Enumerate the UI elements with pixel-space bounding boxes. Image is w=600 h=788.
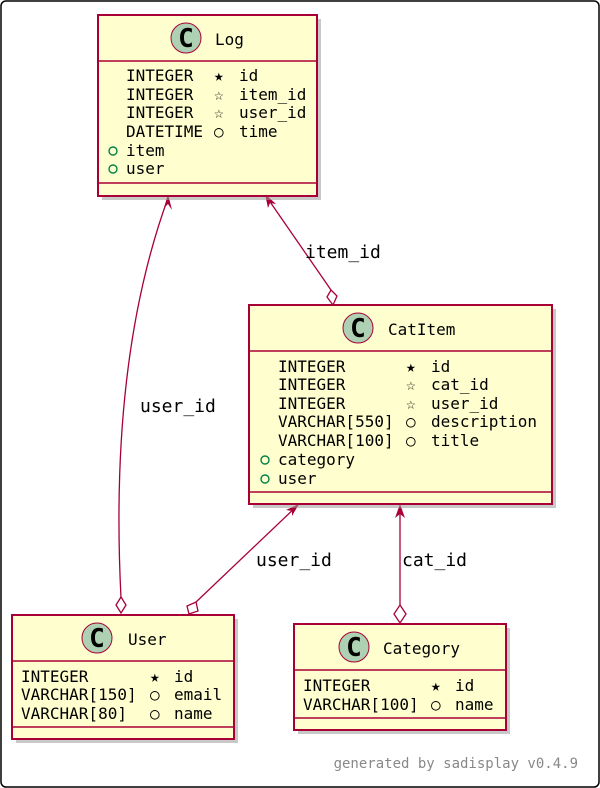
column-circle-icon: ○ <box>150 685 160 704</box>
svg-text:C: C <box>350 314 366 344</box>
field-type: INTEGER <box>21 667 89 686</box>
field-name: cat_id <box>431 375 489 394</box>
column-circle-icon: ○ <box>406 412 416 431</box>
edge-label-item-id: item_id <box>305 242 381 263</box>
field-type: VARCHAR[150] <box>21 685 137 704</box>
class-c-icon <box>338 631 370 663</box>
field-name: user_id <box>239 103 306 122</box>
class-log[interactable]: C Log INTEGER ★ id INTEGER ☆ item_id INT… <box>97 14 321 200</box>
column-circle-icon: ○ <box>406 431 416 450</box>
class-category[interactable]: C Category INTEGER ★ id VARCHAR[100] ○ n… <box>293 623 510 734</box>
field-name: id <box>455 676 474 695</box>
class-title: User <box>128 630 167 649</box>
foreign-key-star-icon: ☆ <box>214 103 224 122</box>
arrowhead-icon <box>164 194 172 210</box>
field-type: VARCHAR[100] <box>303 695 419 714</box>
relation-name: user <box>278 469 317 488</box>
field-name: name <box>455 695 494 714</box>
field-type: INTEGER <box>126 85 194 104</box>
edge-log-user <box>115 194 172 615</box>
relation-name: user <box>126 159 165 178</box>
class-user[interactable]: C User INTEGER ★ id VARCHAR[150] ○ email… <box>11 614 238 743</box>
primary-key-star-icon: ★ <box>431 676 441 695</box>
field-type: INTEGER <box>278 394 346 413</box>
field-type: VARCHAR[80] <box>21 704 127 723</box>
field-name: email <box>174 685 222 704</box>
svg-text:C: C <box>89 624 105 654</box>
edge-label-user-id-log: user_id <box>140 396 216 417</box>
column-circle-icon: ○ <box>214 122 224 141</box>
class-c-icon <box>170 22 202 54</box>
primary-key-star-icon: ★ <box>150 667 160 686</box>
field-type: INTEGER <box>278 357 346 376</box>
field-name: time <box>239 122 278 141</box>
field-name: title <box>431 431 479 450</box>
class-c-icon <box>342 312 374 344</box>
field-name: id <box>174 667 193 686</box>
field-name: id <box>431 357 450 376</box>
aggregation-diamond-icon <box>115 595 127 615</box>
foreign-key-star-icon: ☆ <box>214 85 224 104</box>
svg-text:C: C <box>178 24 194 54</box>
field-type: VARCHAR[550] <box>278 412 394 431</box>
field-name: user_id <box>431 394 498 413</box>
public-visibility-icon <box>260 455 270 465</box>
primary-key-star-icon: ★ <box>214 66 224 85</box>
field-type: INTEGER <box>126 103 194 122</box>
public-visibility-icon <box>108 164 118 174</box>
class-title: CatItem <box>388 320 455 339</box>
field-type: INTEGER <box>278 375 346 394</box>
column-circle-icon: ○ <box>431 695 441 714</box>
field-type: DATETIME <box>126 122 203 141</box>
primary-key-star-icon: ★ <box>406 357 416 376</box>
arrowhead-icon <box>395 504 405 518</box>
foreign-key-star-icon: ☆ <box>406 375 416 394</box>
field-name: id <box>239 66 258 85</box>
field-name: item_id <box>239 85 306 104</box>
class-catitem[interactable]: C CatItem INTEGER ★ id INTEGER ☆ cat_id … <box>248 304 556 508</box>
class-c-icon <box>81 622 113 654</box>
public-visibility-icon <box>108 146 118 156</box>
generator-footer: generated by sadisplay v0.4.9 <box>334 756 578 772</box>
field-type: INTEGER <box>126 66 194 85</box>
public-visibility-icon <box>260 474 270 484</box>
edge-label-user-id-catitem: user_id <box>256 550 332 571</box>
field-name: name <box>174 704 213 723</box>
edge-label-cat-id: cat_id <box>402 550 467 571</box>
relation-name: item <box>126 141 165 160</box>
foreign-key-star-icon: ☆ <box>406 394 416 413</box>
class-title: Log <box>215 30 244 49</box>
svg-text:C: C <box>346 633 362 663</box>
edge-catitem-category <box>393 504 407 625</box>
field-type: INTEGER <box>303 676 371 695</box>
column-circle-icon: ○ <box>150 704 160 723</box>
field-name: description <box>431 412 537 431</box>
relation-name: category <box>278 450 355 469</box>
class-title: Category <box>383 639 460 658</box>
field-type: VARCHAR[100] <box>278 431 394 450</box>
